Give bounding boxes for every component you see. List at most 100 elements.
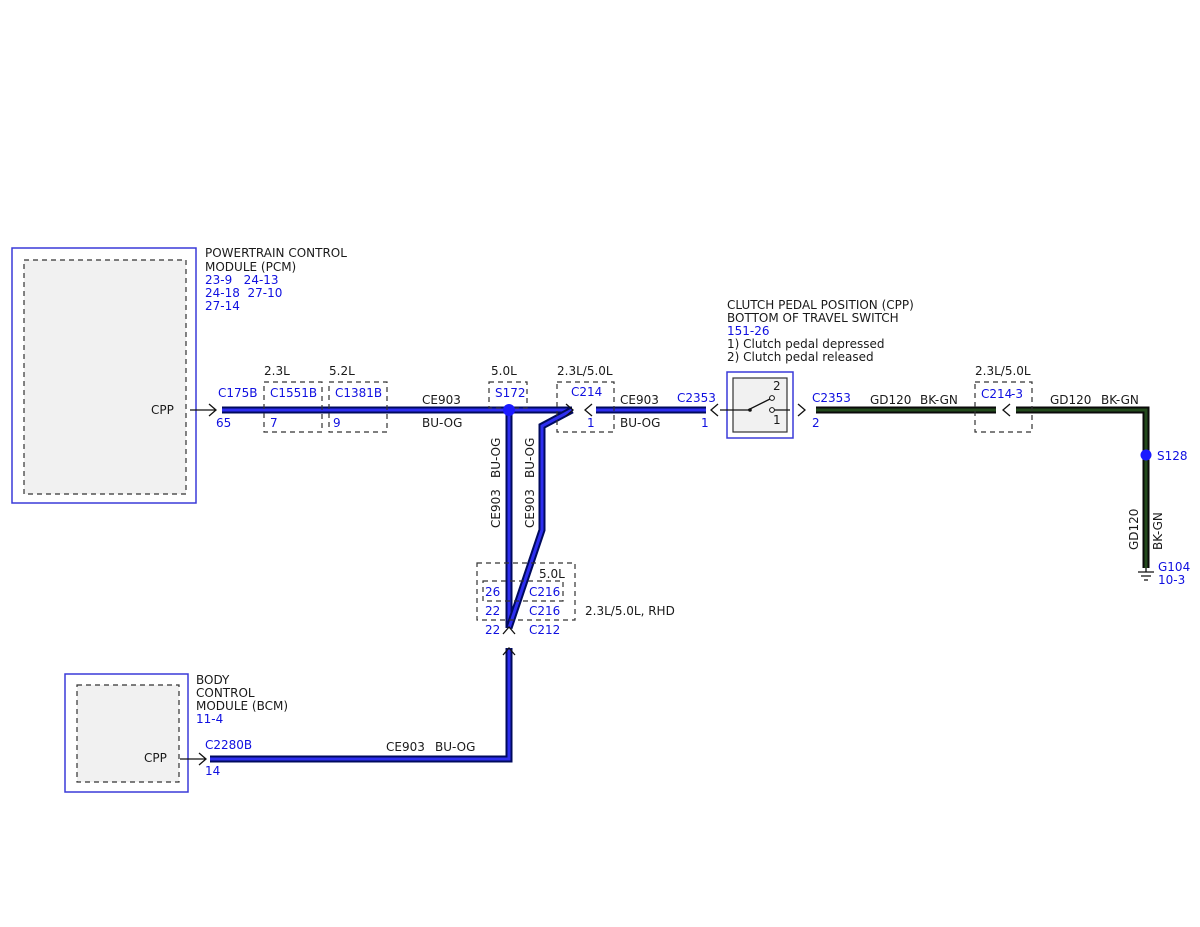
pcm-inner-box bbox=[23, 259, 187, 495]
ground-circuit-label-1: GD120 bbox=[870, 393, 911, 407]
wire-branch bbox=[507, 408, 573, 629]
c1551b-box bbox=[263, 381, 323, 433]
cpp-inner-box bbox=[732, 377, 788, 433]
pcm-pin-label: CPP bbox=[151, 403, 174, 417]
c2353-right-arrow bbox=[797, 403, 806, 417]
cpp-note-1: 1) Clutch pedal depressed bbox=[727, 337, 884, 351]
cpp-switch-contact bbox=[720, 397, 790, 411]
ground-circuit-vert: GD120 bbox=[1127, 509, 1141, 550]
lower-connectors: 5.0L 26 C216 22 C216 2.3L/5.0L, RHD 22 C… bbox=[476, 562, 675, 637]
pcm-ref-2: 24-18 27-10 bbox=[205, 286, 282, 300]
cpp-contact-2 bbox=[769, 395, 775, 401]
wire-color-label-bcm: BU-OG bbox=[435, 740, 475, 754]
g104-label: G104 bbox=[1158, 560, 1190, 574]
pcm-ref-1: 23-9 24-13 bbox=[205, 273, 279, 287]
c1381b-variant: 5.2L bbox=[329, 364, 355, 378]
ground-symbol-icon bbox=[1138, 568, 1154, 581]
ground-wire-2 bbox=[1016, 408, 1148, 568]
pcm-module: POWERTRAIN CONTROL MODULE (PCM) 23-9 24-… bbox=[11, 246, 347, 504]
wire-to-bcm bbox=[210, 648, 511, 761]
c1381b-label: C1381B bbox=[335, 386, 382, 400]
c2353-right-label: C2353 bbox=[812, 391, 851, 405]
bcm-connector-pin: 14 bbox=[205, 764, 220, 778]
c214-box bbox=[556, 381, 615, 433]
c214-ground-box bbox=[974, 381, 1033, 433]
pcm-title-1: POWERTRAIN CONTROL bbox=[205, 246, 347, 260]
cpp-contact-1 bbox=[769, 407, 775, 413]
wire-circuit-vert-2: CE903 bbox=[523, 489, 537, 528]
lower-variant-top: 5.0L bbox=[539, 567, 565, 581]
c214-ground-variant: 2.3L/5.0L bbox=[975, 364, 1031, 378]
bcm-outer-box bbox=[64, 673, 189, 793]
inline-connector-c1551b: 2.3L C1551B 7 bbox=[263, 364, 323, 433]
c216-row2-pin: 22 bbox=[485, 604, 500, 618]
bcm-title-1: BODY bbox=[196, 673, 230, 687]
pcm-ref-3: 27-14 bbox=[205, 299, 240, 313]
wire-color-vert-1: BU-OG bbox=[489, 438, 503, 478]
cpp-title-2: BOTTOM OF TRAVEL SWITCH bbox=[727, 311, 899, 325]
inline-connector-c214-ground: 2.3L/5.0L C214 -3 bbox=[974, 364, 1033, 433]
c216-row1-pin: 26 bbox=[485, 585, 500, 599]
pcm-outer-box bbox=[11, 247, 197, 504]
c214-variant: 2.3L/5.0L bbox=[557, 364, 613, 378]
c212-arrow bbox=[502, 647, 516, 656]
ground-symbol-lines bbox=[1138, 568, 1154, 581]
wire-color-label-1: BU-OG bbox=[422, 416, 462, 430]
splice-s172: 5.0L S172 bbox=[488, 364, 528, 416]
wire-circuit-label-1: CE903 bbox=[422, 393, 461, 407]
cpp-switch: CLUTCH PEDAL POSITION (CPP) BOTTOM OF TR… bbox=[720, 298, 914, 439]
c216-arrow bbox=[502, 626, 516, 635]
c216-row1-conn: C216 bbox=[529, 585, 560, 599]
wire-circuit-label-2: CE903 bbox=[620, 393, 659, 407]
c1551b-variant: 2.3L bbox=[264, 364, 290, 378]
pcm-connector-pin: 65 bbox=[216, 416, 231, 430]
ground-circuit-label-2: GD120 bbox=[1050, 393, 1091, 407]
pcm-title-2: MODULE (PCM) bbox=[205, 260, 296, 274]
c1551b-pin: 7 bbox=[270, 416, 278, 430]
ground-color-label-1: BK-GN bbox=[920, 393, 958, 407]
bcm-connector-label: C2280B bbox=[205, 738, 252, 752]
g104-ref: 10-3 bbox=[1158, 573, 1185, 587]
lower-variant-side: 2.3L/5.0L, RHD bbox=[585, 604, 675, 618]
cpp-ref: 151-26 bbox=[727, 324, 770, 338]
c1381b-pin: 9 bbox=[333, 416, 341, 430]
c214-ground-pin: -3 bbox=[1011, 387, 1023, 401]
cpp-title-1: CLUTCH PEDAL POSITION (CPP) bbox=[727, 298, 914, 312]
bcm-pin-arrow bbox=[180, 752, 207, 766]
cpp-pos-1: 1 bbox=[773, 413, 781, 427]
c214-arrow bbox=[565, 403, 574, 417]
s128-splice-dot bbox=[1140, 449, 1152, 461]
inline-connector-c1381b: 5.2L C1381B 9 bbox=[328, 364, 388, 433]
wire-color-label-2: BU-OG bbox=[620, 416, 660, 430]
c2353-left-arrow bbox=[710, 403, 719, 417]
ground-color-label-2: BK-GN bbox=[1101, 393, 1139, 407]
s172-label: S172 bbox=[495, 386, 526, 400]
c214-ground-label: C214 bbox=[981, 387, 1012, 401]
c212-pin: 22 bbox=[485, 623, 500, 637]
c214-arrow-right bbox=[584, 403, 593, 417]
c2353-left-pin: 1 bbox=[701, 416, 709, 430]
pcm-pin-arrow bbox=[190, 403, 217, 417]
c214-pin: 1 bbox=[587, 416, 595, 430]
c1551b-label: C1551B bbox=[270, 386, 317, 400]
pcm-connector-label: C175B bbox=[218, 386, 258, 400]
c212-conn: C212 bbox=[529, 623, 560, 637]
wire-circuit-vert-1: CE903 bbox=[489, 489, 503, 528]
bcm-ref: 11-4 bbox=[196, 712, 223, 726]
cpp-pos-2: 2 bbox=[773, 379, 781, 393]
c1381b-box bbox=[328, 381, 388, 433]
bcm-inner-box bbox=[76, 684, 180, 783]
bcm-title-2: CONTROL bbox=[196, 686, 255, 700]
ground-color-vert: BK-GN bbox=[1151, 512, 1165, 550]
c216-inner-box bbox=[482, 580, 564, 602]
cpp-outer-box bbox=[726, 371, 794, 439]
c214-label: C214 bbox=[571, 385, 602, 399]
wire-color-vert-2: BU-OG bbox=[523, 438, 537, 478]
c2353-right-pin: 2 bbox=[812, 416, 820, 430]
cpp-pivot bbox=[748, 408, 752, 412]
c214-ground-arrow bbox=[1002, 403, 1011, 417]
bcm-title-3: MODULE (BCM) bbox=[196, 699, 288, 713]
cpp-note-2: 2) Clutch pedal released bbox=[727, 350, 874, 364]
ground-wires bbox=[816, 406, 1150, 568]
